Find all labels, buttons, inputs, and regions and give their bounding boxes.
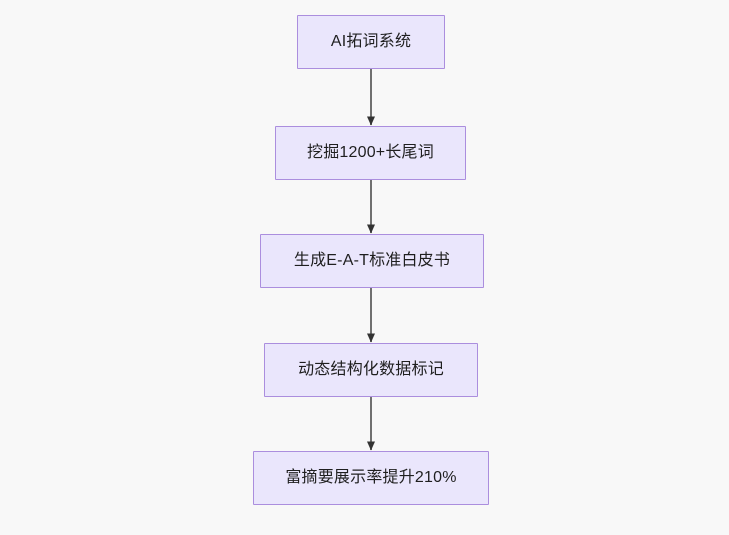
- flow-node-1-label: AI拓词系统: [330, 33, 412, 51]
- flow-node-2-label: 挖掘1200+长尾词: [307, 144, 434, 162]
- flow-node-2[interactable]: 挖掘1200+长尾词: [275, 126, 466, 180]
- flow-node-3[interactable]: 生成E-A-T标准白皮书: [260, 234, 484, 288]
- flow-node-3-label: 生成E-A-T标准白皮书: [293, 252, 451, 270]
- flow-node-1[interactable]: AI拓词系统: [297, 15, 445, 69]
- flow-node-4[interactable]: 动态结构化数据标记: [264, 343, 478, 397]
- flow-node-4-label: 动态结构化数据标记: [298, 361, 444, 379]
- flow-node-5-label: 富摘要展示率提升210%: [285, 469, 457, 487]
- flow-node-5[interactable]: 富摘要展示率提升210%: [253, 451, 489, 505]
